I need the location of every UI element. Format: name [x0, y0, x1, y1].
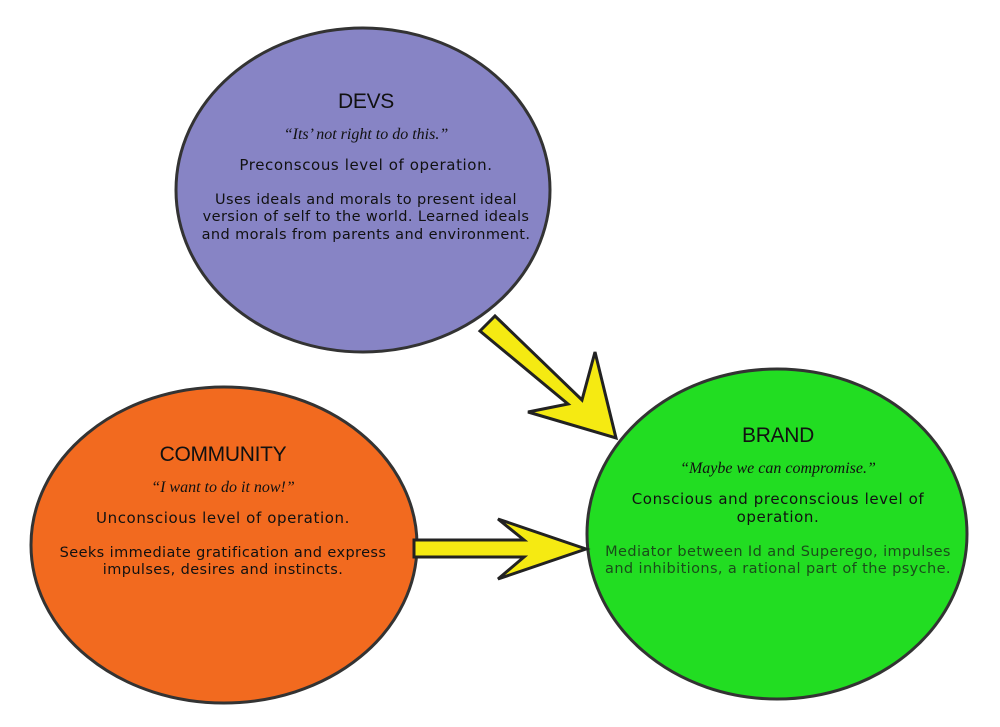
brand-node-circle	[585, 367, 969, 701]
brand-node: BRAND “Maybe we can compromise.” Conscio…	[598, 424, 958, 579]
community-quote: “I want to do it now!”	[151, 479, 295, 496]
brand-title: BRAND	[741, 424, 814, 447]
devs-node-circle	[174, 26, 552, 354]
community-node: COMMUNITY “I want to do it now!” Unconsc…	[48, 443, 398, 580]
brand-level: Conscious and preconscious level of oper…	[631, 490, 925, 526]
brand-description: Mediator between Id and Superego, impuls…	[605, 544, 951, 578]
arrow-devs-to-brand	[477, 313, 619, 441]
arrow-community-to-brand	[412, 517, 591, 581]
devs-title: DEVS	[338, 90, 394, 113]
community-level: Unconscious level of operation.	[96, 509, 350, 527]
devs-description: Uses ideals and morals to present ideal …	[201, 192, 531, 243]
devs-node: DEVS “Its’ not right to do this.” Precon…	[196, 90, 536, 244]
community-description: Seeks immediate gratification and expres…	[59, 545, 387, 579]
devs-level: Preconscous level of operation.	[239, 156, 493, 174]
brand-quote: “Maybe we can compromise.”	[680, 460, 876, 477]
community-title: COMMUNITY	[159, 443, 287, 466]
devs-quote: “Its’ not right to do this.”	[283, 126, 449, 143]
